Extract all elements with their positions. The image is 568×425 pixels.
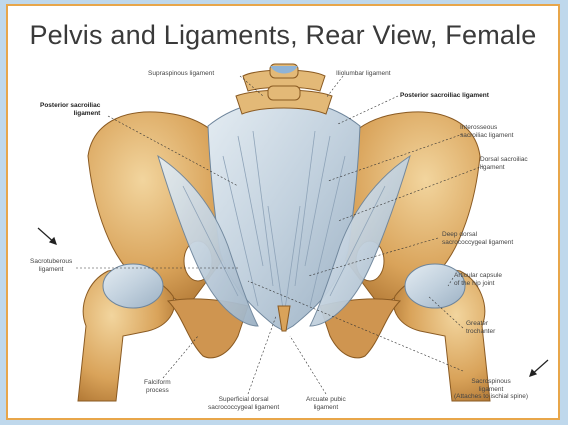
label-greater-trochanter: Greater trochanter: [466, 320, 495, 335]
label-posterior-sacroiliac-right: Posterior sacroiliac ligament: [400, 92, 489, 100]
label-superficial-dorsal: Superficial dorsal sacrococcygeal ligame…: [208, 396, 279, 411]
label-sacrospinous: Sacrospinous ligament (Attaches to ischi…: [454, 378, 528, 401]
label-deep-dorsal-sacrococcygeal: Deep dorsal sacrococcygeal ligament: [442, 231, 513, 246]
label-supraspinous: Supraspinous ligament: [148, 70, 214, 78]
label-articular-capsule: Articular capsule of the hip joint: [454, 272, 502, 287]
left-hip-capsule: [103, 264, 163, 308]
label-dorsal-sacroiliac: Dorsal sacroiliac ligament: [480, 156, 528, 171]
arrow-right: [530, 360, 548, 376]
label-posterior-sacroiliac-left: Posterior sacroiliac ligament: [40, 102, 100, 117]
label-arcuate-pubic: Arcuate pubic ligament: [306, 396, 346, 411]
label-iliolumbar: Iliolumbar ligament: [336, 70, 391, 78]
arrow-left: [38, 228, 56, 244]
figure-frame: Pelvis and Ligaments, Rear View, Female: [6, 4, 560, 420]
label-falciform: Falciform process: [144, 379, 171, 394]
pelvis-illustration: [8, 6, 560, 420]
label-sacrotuberous: Sacrotuberous ligament: [30, 258, 72, 273]
label-interosseous: Interosseous sacroiliac ligament: [460, 124, 513, 139]
lumbar-vertebrae: [236, 64, 332, 114]
